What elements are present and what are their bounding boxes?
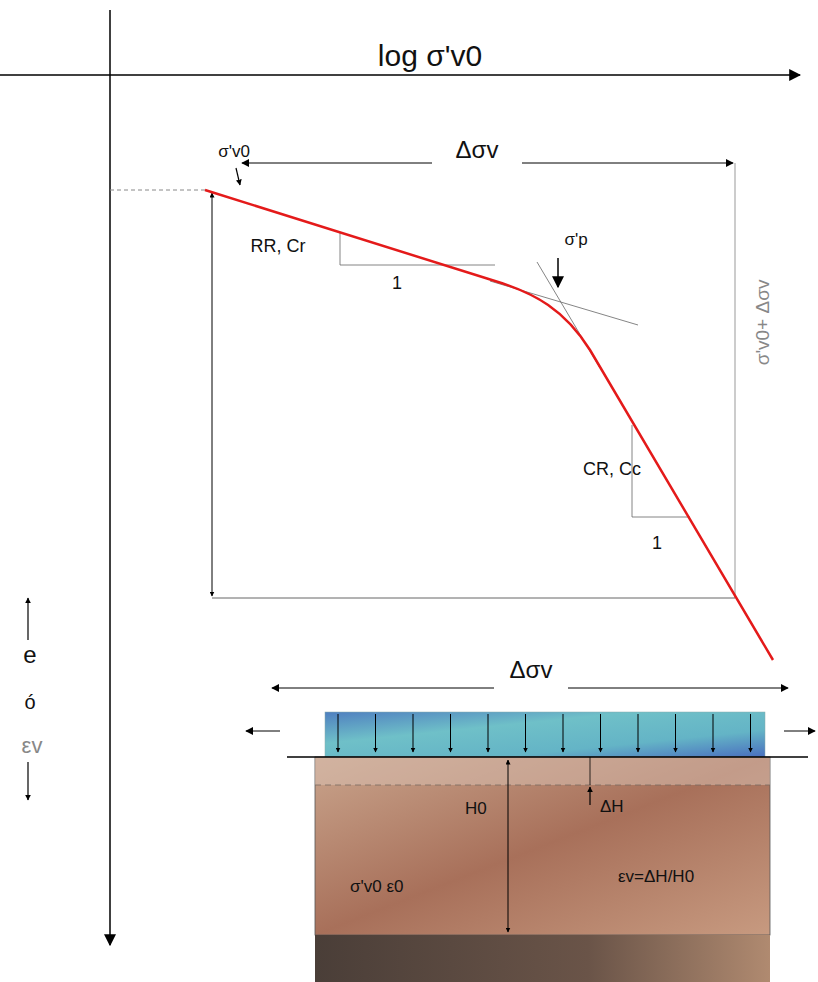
- load-arrow: [713, 714, 714, 752]
- final-stress-label: σ'v0+ Δσv: [754, 279, 775, 365]
- load-arrow: [525, 714, 526, 752]
- recompression-label: RR, Cr: [251, 237, 306, 257]
- compression-label: CR, Cc: [583, 460, 641, 480]
- axis-label: εv: [22, 734, 43, 758]
- axis-label: e: [23, 642, 36, 668]
- load-arrow: [413, 714, 414, 752]
- soil-text: H0: [465, 800, 487, 819]
- load-arrow: [450, 714, 451, 752]
- load-arrow: [638, 714, 639, 752]
- stress-label: σ'v0: [218, 143, 250, 162]
- load-arrow: [375, 714, 376, 752]
- axis-title: log σ'v0: [378, 39, 482, 72]
- soil-text: εv=ΔH/H0: [618, 868, 694, 887]
- soil-layer: H0 ΔH σ'v0 ε0 εv=ΔH/H0: [315, 757, 770, 935]
- soil-text: σ'v0 ε0: [350, 878, 403, 897]
- load-arrow: [488, 714, 489, 752]
- axis-label: ó: [24, 691, 35, 713]
- load-dimension: Δσv: [510, 657, 553, 683]
- load-arrow: [600, 714, 601, 752]
- slope-unit: 1: [392, 274, 402, 294]
- soil-text: ΔH: [600, 798, 624, 817]
- slope-unit: 1: [652, 534, 662, 554]
- load-arrow: [675, 714, 676, 752]
- load-arrow: [750, 714, 751, 752]
- load-dimension: Δσv: [456, 137, 499, 163]
- load-arrow: [563, 714, 564, 752]
- preconsolidation-label: σ'p: [564, 231, 587, 250]
- load-arrow: [338, 714, 339, 752]
